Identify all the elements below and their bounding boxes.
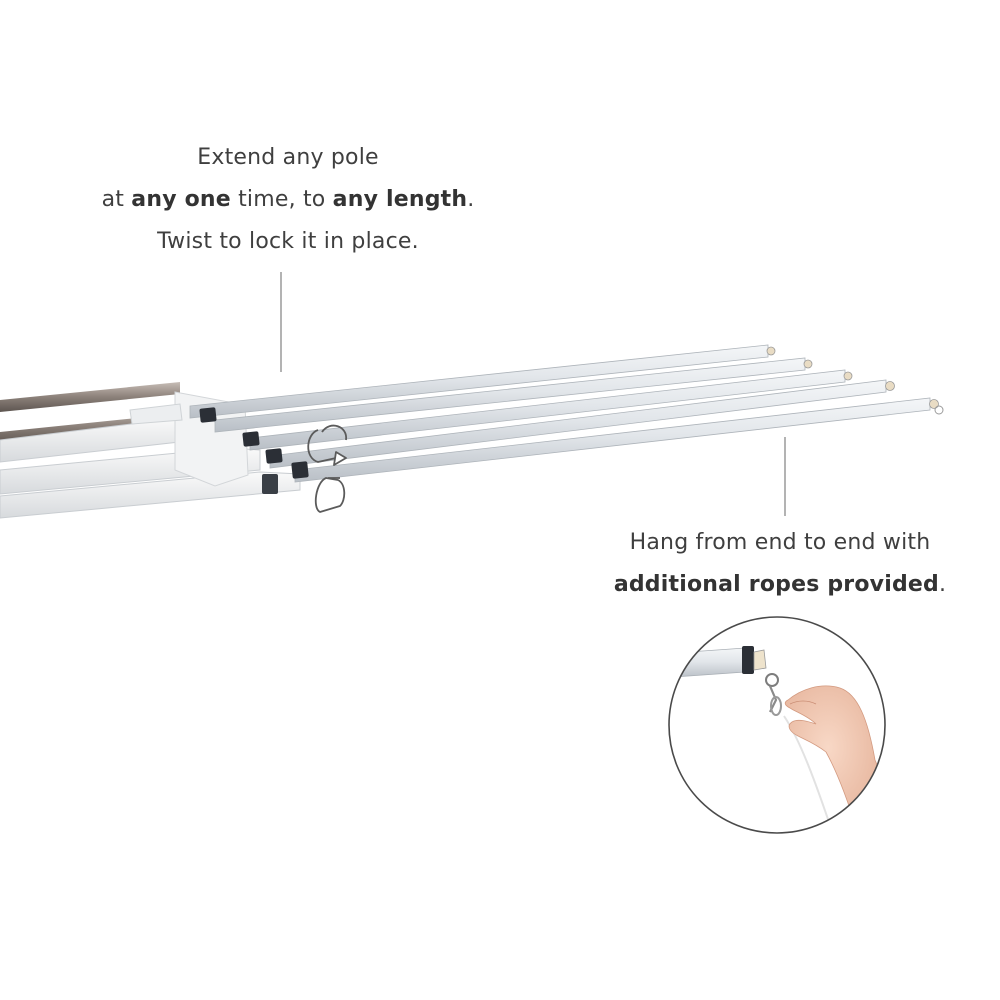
caption-extend-line2: at any one time, to any length. bbox=[88, 179, 488, 221]
caption-hang-bold-ropes: additional ropes provided bbox=[613, 572, 939, 597]
caption-extend-line2-post: . bbox=[467, 187, 475, 212]
rack-frame bbox=[0, 391, 301, 519]
pole-2 bbox=[214, 357, 806, 433]
caption-extend-bold-any-length: any length bbox=[332, 187, 468, 212]
caption-extend-line2-mid: time, to bbox=[230, 187, 333, 212]
pole-1 bbox=[189, 344, 769, 419]
caption-extend-line2-pre: at bbox=[101, 187, 132, 212]
caption-hang-line2: additional ropes provided. bbox=[580, 564, 980, 606]
pole-end-caps bbox=[199, 407, 309, 494]
caption-hang-line2-post: . bbox=[938, 572, 947, 597]
caption-extend-line1: Extend any pole bbox=[197, 145, 379, 170]
caption-hang-line1: Hang from end to end with bbox=[629, 530, 931, 555]
inset-detail-circle bbox=[668, 616, 886, 834]
telescopic-poles bbox=[189, 344, 944, 483]
caption-extend-bold-any-one: any one bbox=[131, 187, 231, 212]
caption-hang-ropes: Hang from end to end with additional rop… bbox=[580, 522, 980, 606]
caption-extend-line3: Twist to lock it in place. bbox=[157, 229, 419, 254]
pole-4 bbox=[269, 379, 887, 469]
twist-arrow-icon bbox=[307, 424, 347, 513]
caption-extend-poles: Extend any pole at any one time, to any … bbox=[88, 137, 488, 263]
